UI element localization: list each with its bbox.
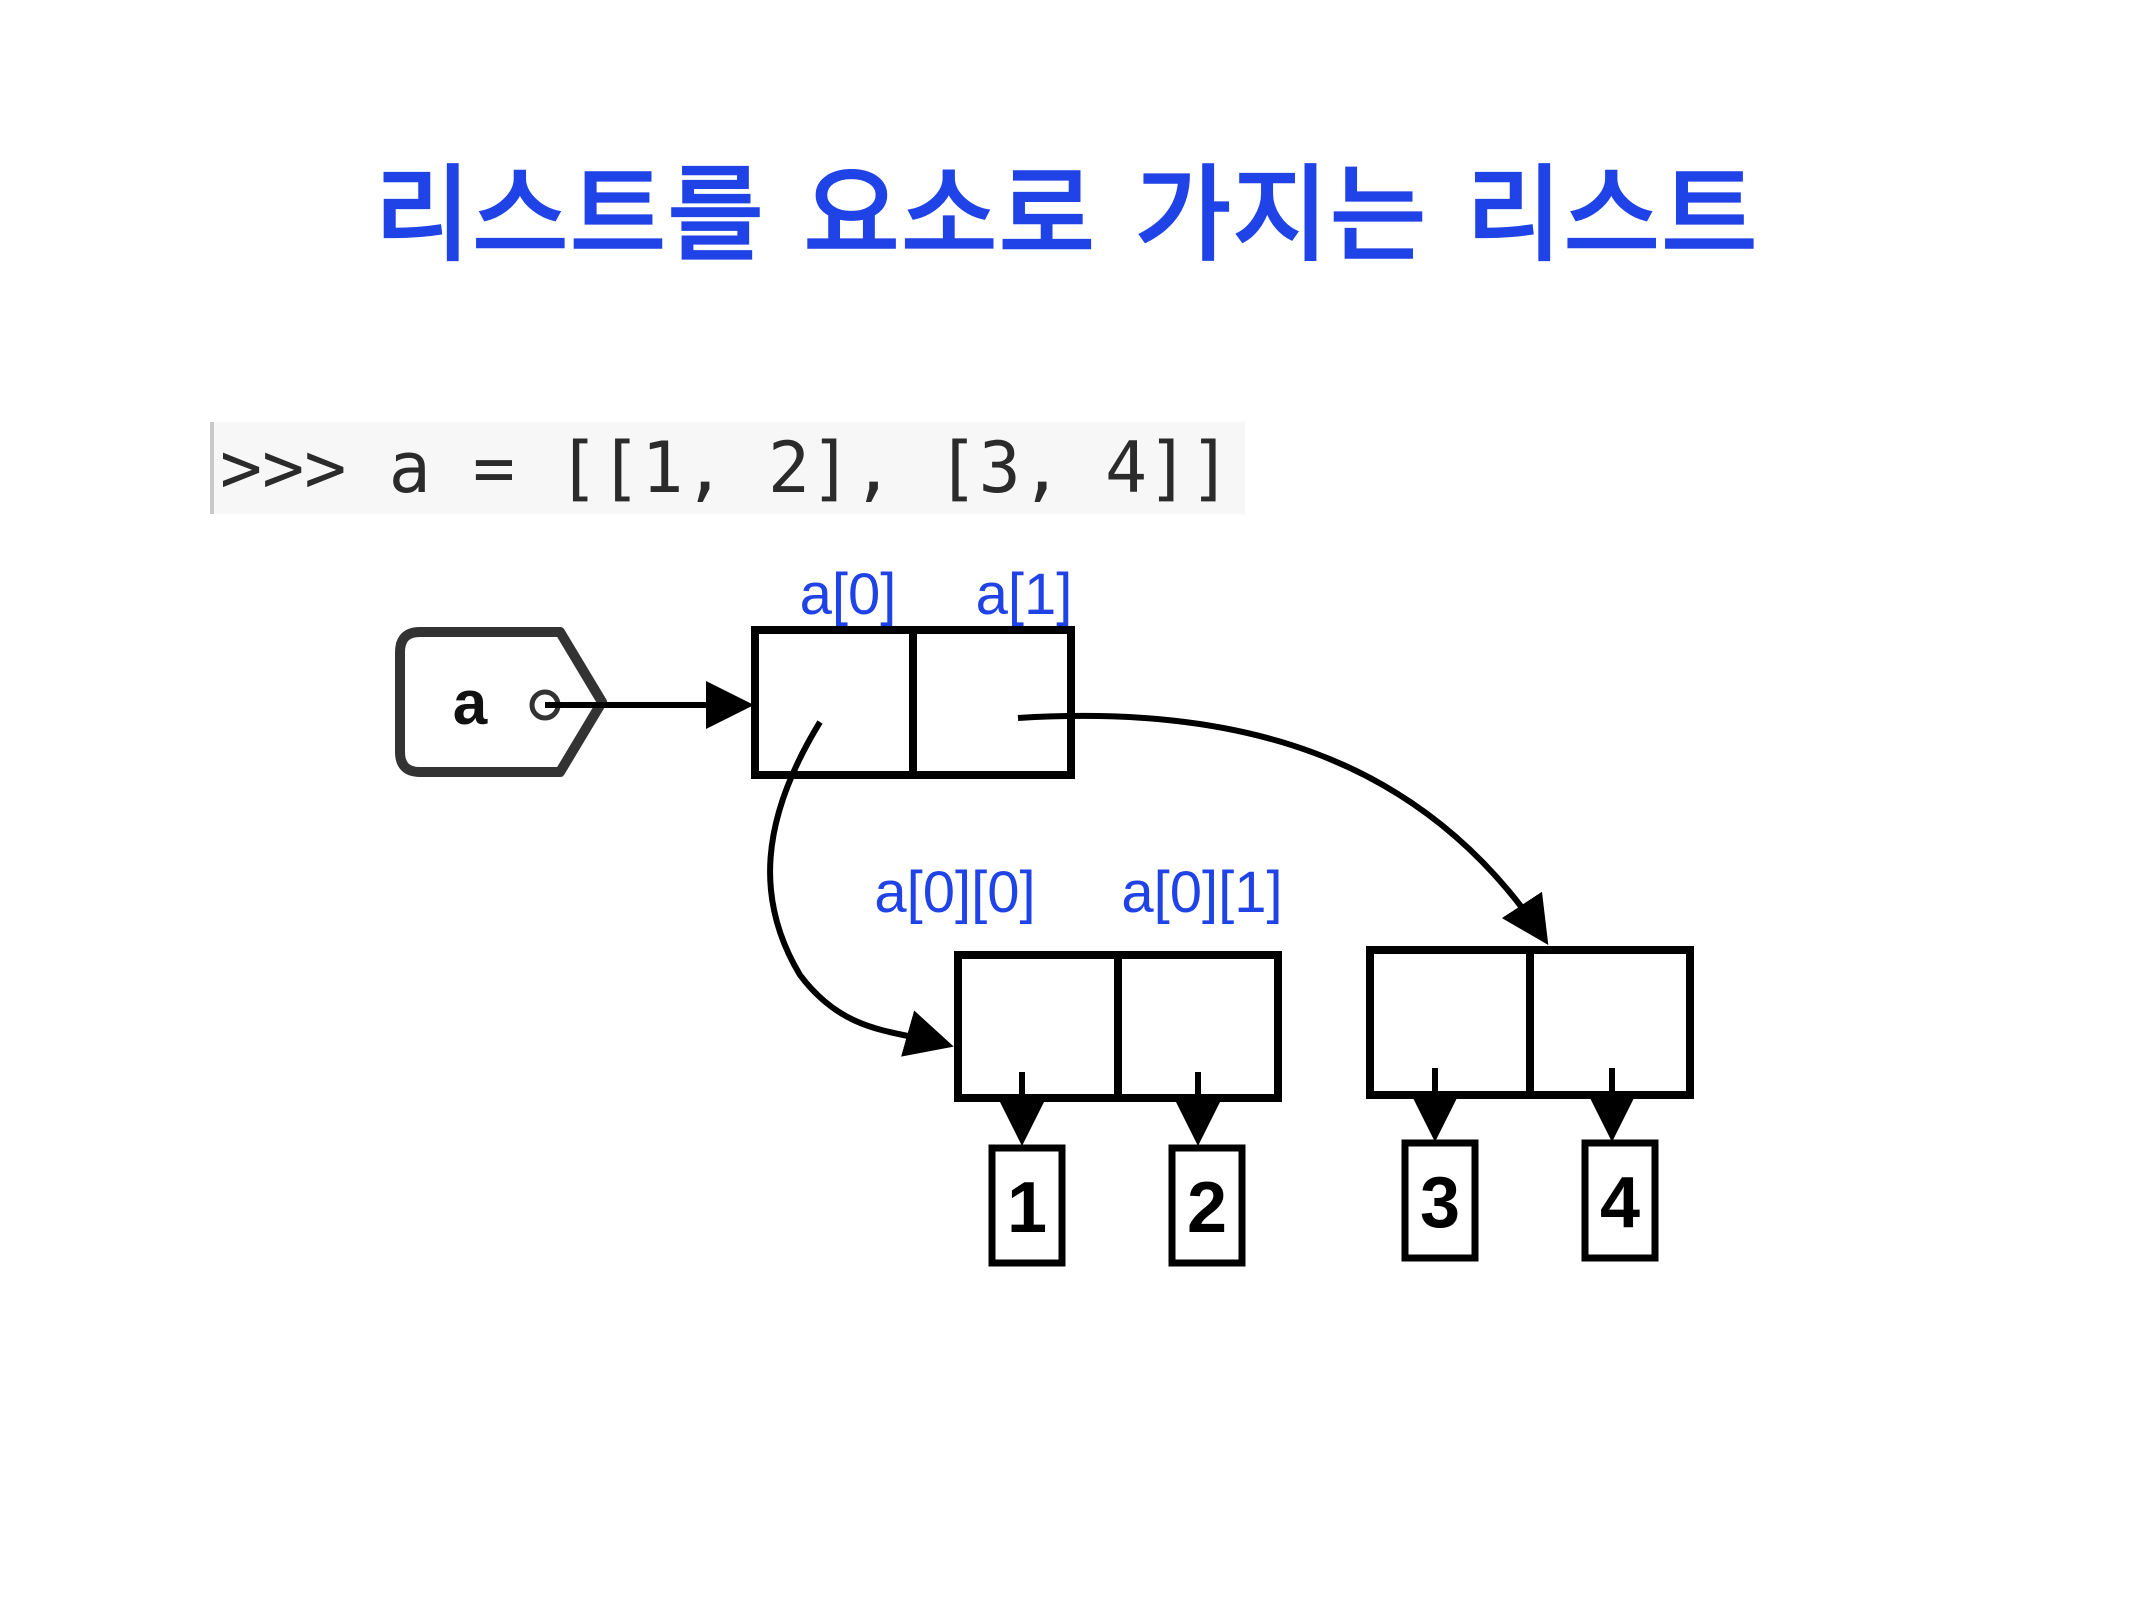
value-box-2: 2 [1168,1144,1246,1267]
label-a0: a[0] [800,562,897,627]
inner-list-1-cell-0 [954,951,1122,1102]
label-a00: a[0][0] [874,860,1035,925]
label-a1: a[1] [976,562,1073,627]
inner-list-2 [1366,946,1694,1099]
value-1: 1 [1007,1168,1047,1248]
value-2: 2 [1187,1168,1227,1248]
code-snippet: >>> a = [[1, 2], [3, 4]] [210,422,1246,514]
value-box-3: 3 [1401,1139,1479,1262]
outer-list [751,626,1075,779]
arrow-a0-to-inner-list-1 [767,720,954,1057]
value-box-1: 1 [988,1144,1066,1267]
value-box-4: 4 [1581,1139,1659,1262]
value-3: 3 [1420,1163,1460,1243]
variable-name: a [453,669,488,738]
variable-a-tag: a [395,627,607,777]
outer-cell-0 [751,626,917,779]
inner-list-2-cell-0 [1366,946,1534,1099]
inner-list-1 [954,951,1282,1102]
label-a01: a[0][1] [1121,860,1282,925]
slide-title: 리스트를 요소로 가지는 리스트 [374,154,1760,276]
outer-cell-1 [909,626,1075,779]
value-4: 4 [1600,1163,1640,1243]
arrow-a1-to-inner-list-2 [1017,712,1549,946]
